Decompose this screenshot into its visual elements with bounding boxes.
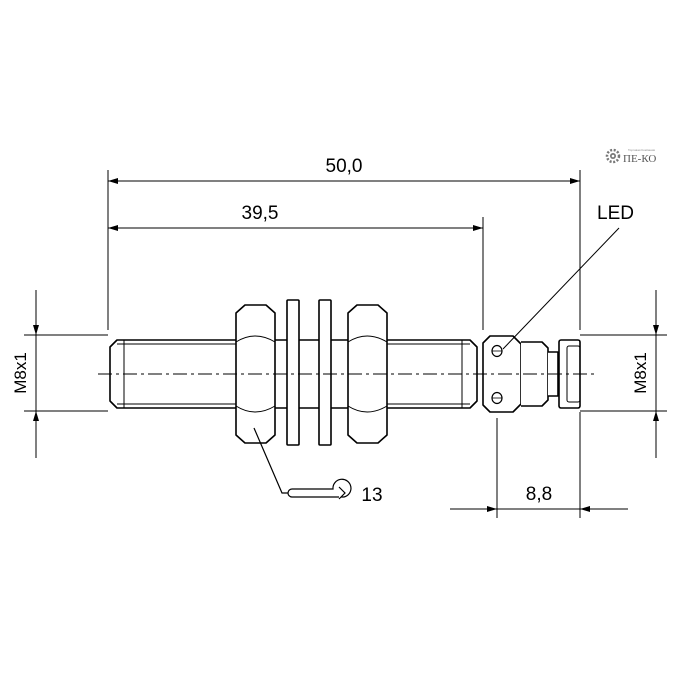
dim-thread-length-label: 39,5 [242,203,279,224]
wrench-callout [253,427,352,500]
extension-lines [24,170,667,518]
thread-right-label: M8x1 [631,352,650,394]
sensor-body [109,299,581,446]
logo-tagline: Торговая Компания [628,148,655,152]
wrench-icon [287,478,352,500]
washer-left [286,299,300,446]
logo-text: ПЕ-КО [623,153,656,165]
dim-overall-label: 50,0 [326,156,363,177]
dim-connector-label: 8,8 [526,484,552,505]
dimension-lines [33,178,659,512]
threaded-barrel [109,339,478,409]
thread-left-label: M8x1 [11,352,30,394]
led-label: LED [597,203,634,224]
washer-right [318,299,332,446]
led-leader [502,227,620,350]
logo: Торговая Компания ПЕ-КО [605,148,656,165]
gear-icon [605,148,621,164]
wrench-size-label: 13 [361,485,382,506]
